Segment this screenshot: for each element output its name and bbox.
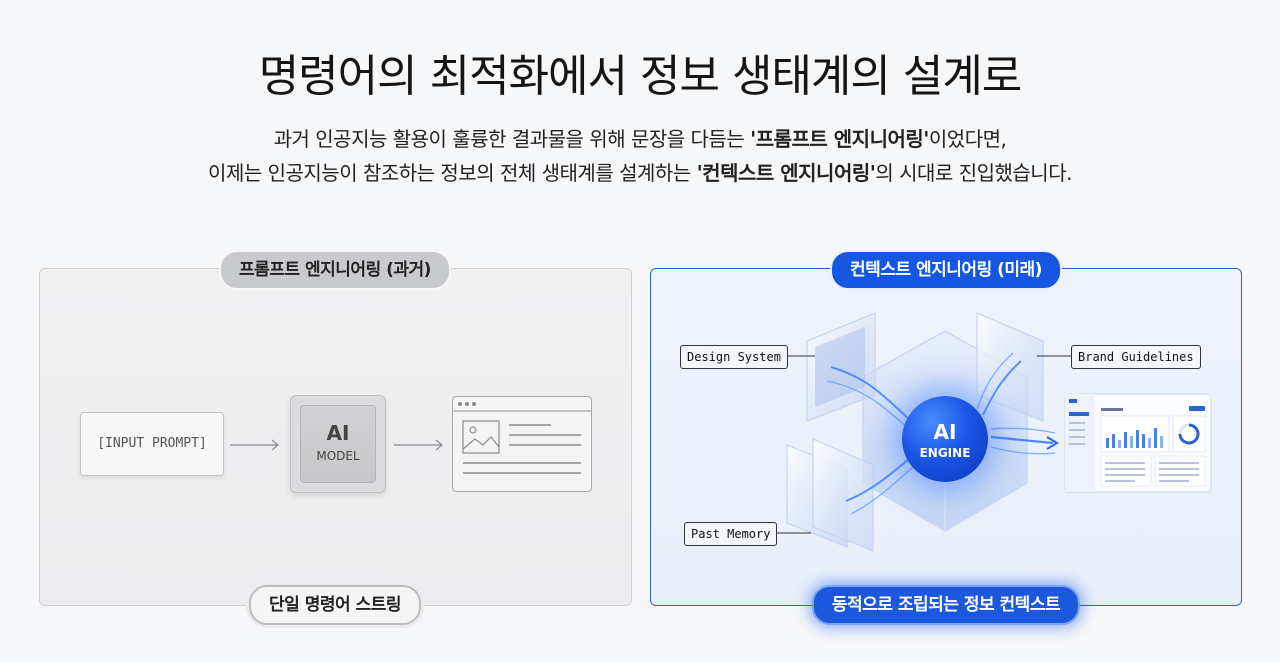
subtitle-line-1-text: 과거 인공지능 활용이 훌륭한 결과물을 위해 문장을 다듬는 [273, 127, 751, 151]
past-memory-tag: Past Memory [684, 522, 778, 546]
single-command-string-pill: 단일 명령어 스트링 [249, 585, 421, 625]
subtitle-line-1: 과거 인공지능 활용이 훌륭한 결과물을 위해 문장을 다듬는 '프롬프트 엔지… [0, 123, 1280, 152]
ai-model-chip-inner: AI MODEL [300, 405, 376, 483]
document-window-icon [453, 402, 591, 474]
subtitle-line-2: 이제는 인공지능이 참조하는 정보의 전체 생태계를 설계하는 '컨텍스트 엔지… [0, 157, 1280, 186]
dashboard-output-icon [1064, 393, 1212, 493]
ai-engine-label: ENGINE [919, 446, 971, 460]
design-system-tag: Design System [680, 345, 788, 369]
ai-model-chip: AI MODEL [290, 395, 386, 493]
subtitle-line-2-bold: '컨텍스트 엔지니어링' [696, 161, 876, 185]
ai-model-label: MODEL [316, 449, 360, 463]
input-prompt-box: [INPUT PROMPT] [80, 412, 224, 476]
context-glass-structure [773, 312, 1071, 552]
subtitle-line-1-bold: '프롬프트 엔지니어링' [750, 127, 929, 151]
subtitle-line-2-tail: 의 시대로 진입했습니다. [875, 161, 1072, 185]
subtitle-line-2-text: 이제는 인공지능이 참조하는 정보의 전체 생태계를 설계하는 [208, 161, 697, 185]
ai-model-title: AI [326, 421, 350, 445]
arrow-right-icon [394, 439, 443, 451]
brand-guidelines-tag: Brand Guidelines [1071, 345, 1201, 369]
output-document [452, 396, 592, 492]
ai-engine-title: AI [933, 420, 957, 444]
dynamic-context-pill: 동적으로 조립되는 정보 컨텍스트 [811, 585, 1081, 625]
context-engineering-header-pill: 컨텍스트 엔지니어링 (미래) [830, 250, 1062, 290]
page-title: 명령어의 최적화에서 정보 생태계의 설계로 [258, 51, 1023, 102]
subtitle-line-1-tail: 이었다면, [928, 127, 1007, 151]
prompt-engineering-panel: 프롬프트 엔지니어링 (과거) [INPUT PROMPT] AI MODEL [39, 250, 632, 625]
arrow-right-icon [230, 439, 279, 451]
ai-engine-sphere: AI ENGINE [902, 396, 988, 482]
context-engineering-panel: 컨텍스트 엔지니어링 (미래) [650, 250, 1242, 625]
prompt-engineering-header-pill: 프롬프트 엔지니어링 (과거) [219, 250, 451, 290]
